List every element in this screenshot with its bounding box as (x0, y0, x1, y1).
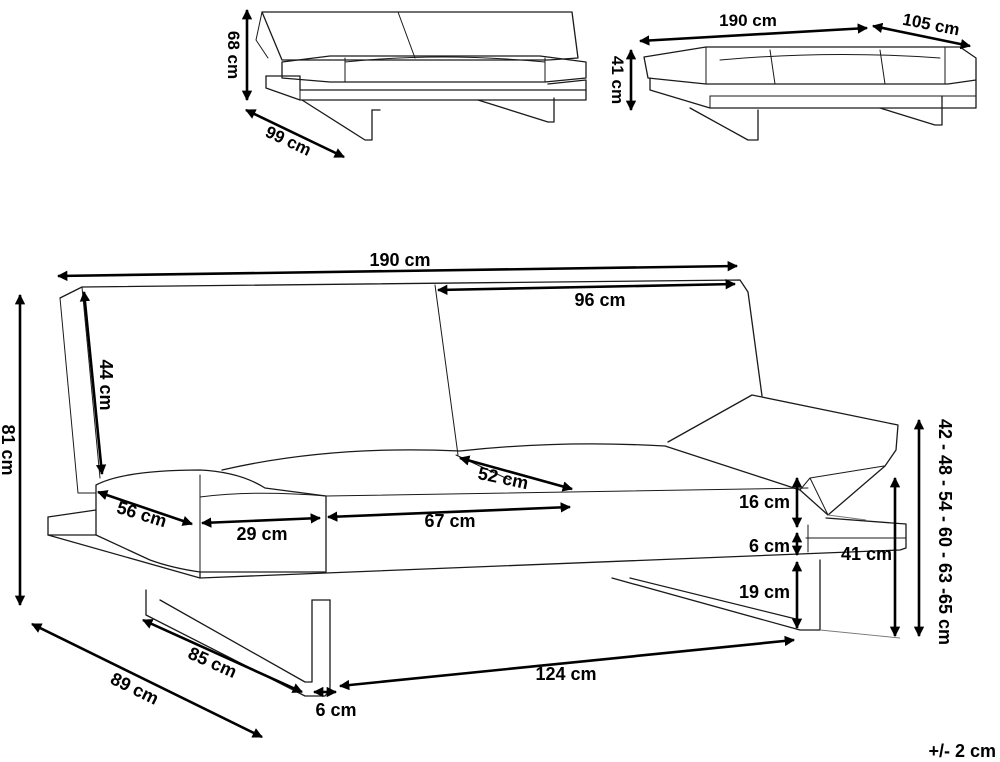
dim-arm-heights: 42 - 48 - 54 - 60 - 63 -65 cm (913, 419, 955, 645)
label-back-height: 44 cm (96, 359, 116, 410)
dim-leg-width: 6 cm (312, 686, 357, 720)
dim-cushion-height: 16 cm (739, 476, 803, 529)
label-main-width: 190 cm (369, 250, 430, 270)
label-small-bed-depth: 105 cm (901, 10, 961, 40)
label-arm-heights: 42 - 48 - 54 - 60 - 63 -65 cm (935, 419, 955, 645)
small-bed-drawing (643, 46, 977, 141)
dim-seat-width: 67 cm (326, 502, 572, 531)
dim-leg-height: 19 cm (739, 560, 803, 630)
label-small-bed-width: 190 cm (719, 11, 777, 30)
dim-main-width: 190 cm (56, 250, 739, 282)
label-seat-height: 41 cm (841, 544, 892, 564)
main-sofa-drawing (47, 279, 907, 697)
label-leg-height: 19 cm (739, 582, 790, 602)
label-seat-depth: 52 cm (476, 463, 530, 493)
dim-back-width: 96 cm (436, 278, 737, 310)
dim-small-height: 68 cm (224, 8, 253, 102)
dim-arm-width: 29 cm (200, 513, 322, 544)
dim-seat-depth: 52 cm (458, 455, 574, 493)
dim-total-depth: 89 cm (31, 622, 263, 739)
dim-leg-span: 124 cm (338, 635, 796, 691)
label-leg-width: 6 cm (315, 700, 356, 720)
dim-seat-height: 41 cm (841, 476, 901, 638)
label-small-height: 68 cm (224, 31, 243, 79)
label-seat-width: 67 cm (424, 511, 475, 531)
label-back-width: 96 cm (574, 290, 625, 310)
label-total-height: 81 cm (0, 424, 18, 475)
dim-leg-depth: 85 cm (142, 618, 303, 694)
dim-small-bed-height: 41 cm (608, 48, 637, 112)
label-small-bed-height: 41 cm (608, 56, 627, 104)
dim-back-height: 44 cm (79, 290, 116, 476)
dim-small-bed-depth: 105 cm (871, 10, 972, 50)
dim-arm-depth: 56 cm (97, 490, 193, 531)
label-arm-width: 29 cm (236, 524, 287, 544)
dim-base-height: 6 cm (749, 531, 803, 557)
label-cushion-height: 16 cm (739, 492, 790, 512)
tolerance-note: +/- 2 cm (928, 741, 996, 761)
dim-small-bed-width: 190 cm (638, 11, 869, 46)
label-arm-depth: 56 cm (114, 497, 169, 531)
label-small-depth: 99 cm (262, 122, 314, 160)
dim-total-height: 81 cm (0, 293, 26, 607)
label-base-height: 6 cm (749, 536, 790, 556)
small-sofa-drawing (255, 11, 587, 141)
label-leg-span: 124 cm (535, 664, 596, 684)
